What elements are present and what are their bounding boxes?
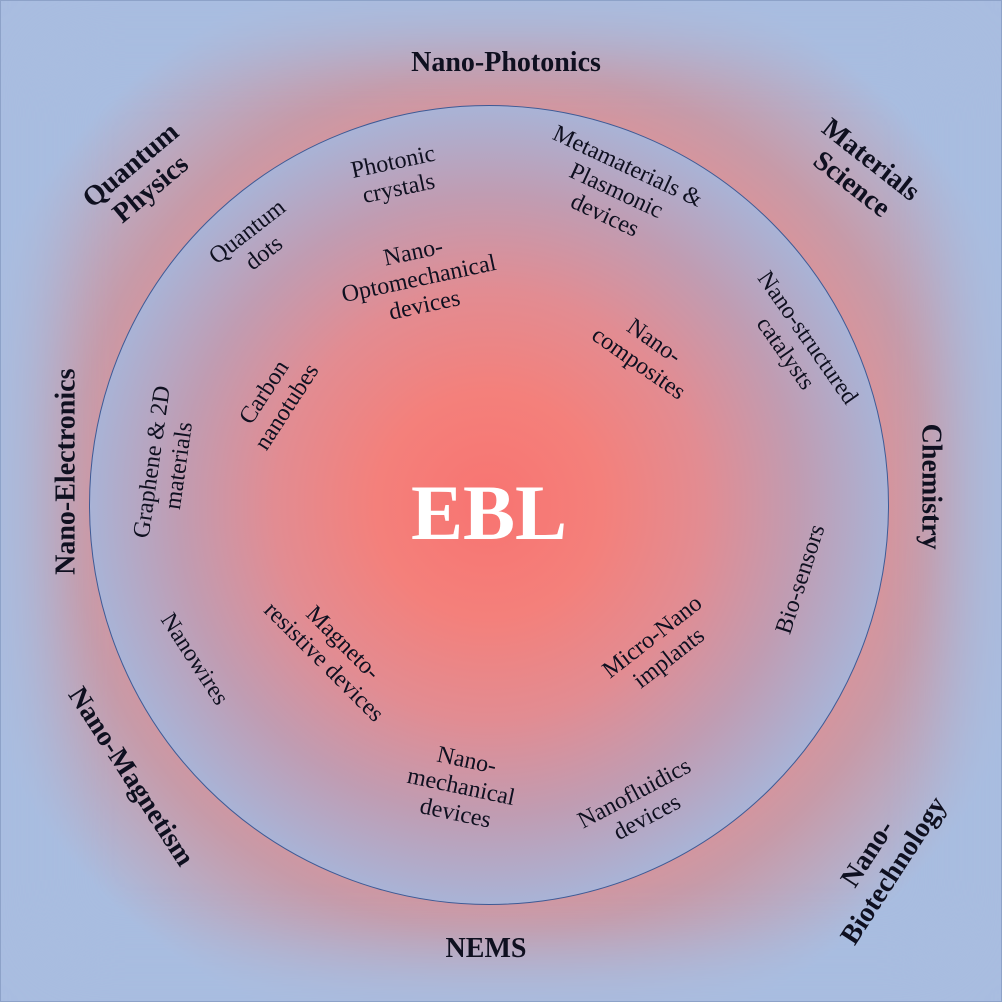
field-chemistry: Chemistry — [915, 423, 947, 550]
ebl-circle — [89, 105, 889, 905]
field-nano-electronics: Nano-Electronics — [50, 368, 82, 575]
field-nano-photonics: Nano-Photonics — [411, 47, 601, 78]
field-nems: NEMS — [445, 933, 527, 964]
center-title: EBL — [410, 469, 568, 556]
